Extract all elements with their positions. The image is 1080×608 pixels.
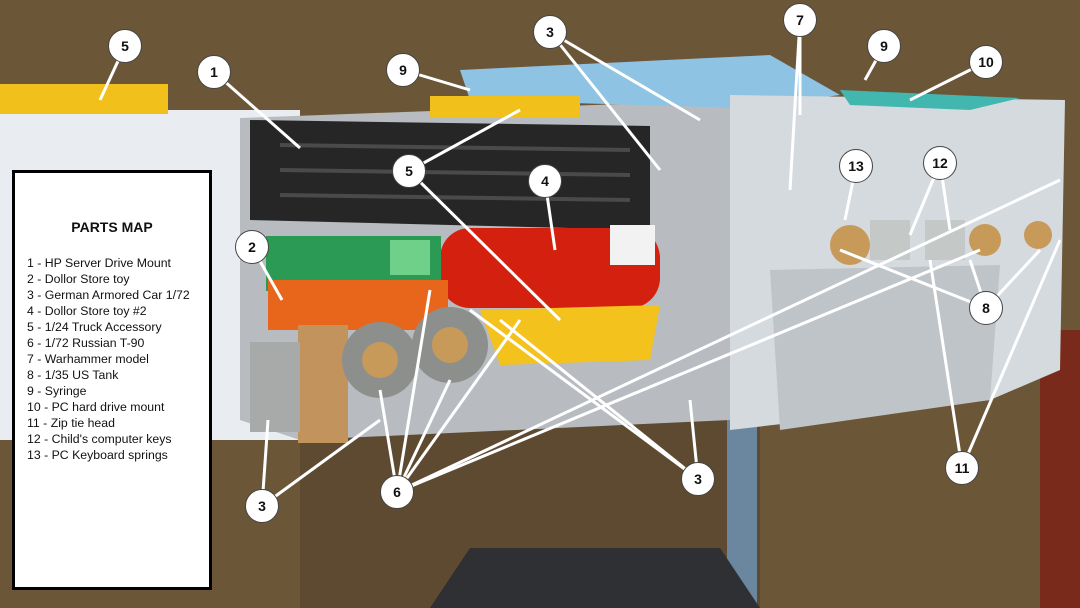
callout-5-top-left: 5 bbox=[108, 29, 142, 63]
base-plate bbox=[430, 548, 760, 608]
callout-8: 8 bbox=[969, 291, 1003, 325]
legend-item-5: 5 - 1/24 Truck Accessory bbox=[27, 320, 162, 334]
yellow-top-left bbox=[0, 84, 168, 114]
parts-map-legend: PARTS MAP 1 - HP Server Drive Mount 2 - … bbox=[12, 170, 212, 590]
leader-lines bbox=[98, 19, 1062, 508]
callout-2: 2 bbox=[235, 230, 269, 264]
tan-panel bbox=[298, 325, 348, 443]
legend-item-11: 11 - Zip tie head bbox=[27, 416, 115, 430]
callout-3-bottom-right: 3 bbox=[681, 462, 715, 496]
callout-12: 12 bbox=[923, 146, 957, 180]
legend-item-12: 12 - Child's computer keys bbox=[27, 432, 172, 446]
callout-10: 10 bbox=[969, 45, 1003, 79]
right-lower-hull bbox=[770, 265, 1000, 430]
callout-13: 13 bbox=[839, 149, 873, 183]
legend-item-9: 9 - Syringe bbox=[27, 384, 87, 398]
teal-plate bbox=[840, 90, 1020, 110]
legend-item-3: 3 - German Armored Car 1/72 bbox=[27, 288, 190, 302]
legend-title: PARTS MAP bbox=[71, 219, 153, 235]
green-window bbox=[390, 240, 430, 275]
red-panel bbox=[1040, 330, 1080, 608]
red-cylinder bbox=[440, 228, 660, 308]
callout-1: 1 bbox=[197, 55, 231, 89]
callout-6: 6 bbox=[380, 475, 414, 509]
legend-item-6: 6 - 1/72 Russian T-90 bbox=[27, 336, 145, 350]
legend-item-4: 4 - Dollor Store toy #2 bbox=[27, 304, 147, 318]
legend-item-10: 10 - PC hard drive mount bbox=[27, 400, 165, 414]
wheel-group bbox=[342, 221, 1052, 398]
legend-item-2: 2 - Dollor Store toy bbox=[27, 272, 130, 286]
callout-5-middle: 5 bbox=[392, 154, 426, 188]
orange-toy bbox=[268, 280, 448, 330]
white-cap bbox=[610, 225, 655, 265]
callout-9-left: 9 bbox=[386, 53, 420, 87]
legend-item-8: 8 - 1/35 US Tank bbox=[27, 368, 119, 382]
callout-3-bottom-left: 3 bbox=[245, 489, 279, 523]
legend-list: 1 - HP Server Drive Mount 2 - Dollor Sto… bbox=[15, 255, 209, 463]
grey-panel bbox=[250, 342, 300, 432]
callout-11: 11 bbox=[945, 451, 979, 485]
blue-top bbox=[460, 55, 840, 108]
callout-3-top: 3 bbox=[533, 15, 567, 49]
legend-item-7: 7 - Warhammer model bbox=[27, 352, 149, 366]
legend-item-13: 13 - PC Keyboard springs bbox=[27, 448, 168, 462]
yellow-top-mid bbox=[430, 96, 580, 118]
callout-7: 7 bbox=[783, 3, 817, 37]
yellow-piece bbox=[480, 305, 660, 365]
callout-9-right: 9 bbox=[867, 29, 901, 63]
callout-4: 4 bbox=[528, 164, 562, 198]
legend-item-1: 1 - HP Server Drive Mount bbox=[27, 256, 171, 270]
